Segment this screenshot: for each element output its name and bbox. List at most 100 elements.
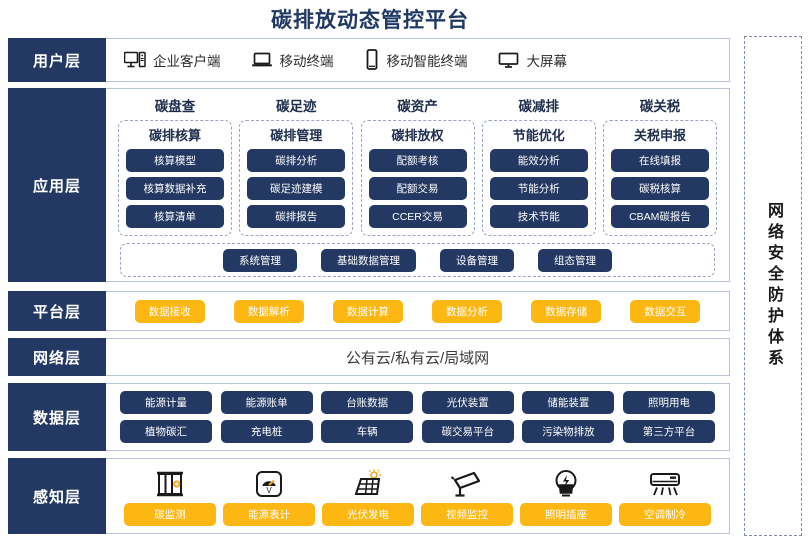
layer-user: 用户层 企业客户端 — [8, 38, 730, 82]
app-common-item[interactable]: 设备管理 — [440, 248, 514, 272]
app-common-item[interactable]: 组态管理 — [538, 248, 612, 272]
sense-item-label: 光伏发电 — [322, 503, 414, 526]
layer-application-body: 碳盘查 碳排核算 核算模型 核算数据补充 核算清单 碳足迹 碳排管理 碳排分析 — [106, 88, 730, 282]
user-item-smart-mobile-terminal[interactable]: 移动智能终端 — [364, 49, 468, 71]
light-bulb-icon — [552, 465, 580, 503]
sense-item-lighting-socket[interactable]: 照明插座 — [518, 465, 614, 526]
layer-network-body: 公有云/私有云/局域网 — [106, 338, 730, 376]
app-group-carbon-reduction: 碳减排 节能优化 能效分析 节能分析 技术节能 — [481, 95, 596, 236]
platform-item[interactable]: 数据存储 — [531, 299, 602, 323]
app-item[interactable]: 节能分析 — [489, 177, 588, 200]
layer-platform-label: 平台层 — [8, 291, 106, 331]
layer-network: 网络层 公有云/私有云/局域网 — [8, 338, 730, 376]
app-group-subtitle: 碳排核算 — [148, 128, 201, 143]
app-common-item[interactable]: 基础数据管理 — [321, 248, 416, 272]
data-item[interactable]: 碳交易平台 — [421, 420, 514, 443]
app-item[interactable]: 配额交易 — [368, 177, 467, 200]
app-item[interactable]: 在线填报 — [611, 149, 709, 172]
data-item[interactable]: 植物碳汇 — [120, 420, 212, 443]
app-common-item[interactable]: 系统管理 — [223, 248, 297, 272]
sense-item-pv-generation[interactable]: 光伏发电 — [320, 465, 416, 526]
user-item-big-screen[interactable]: 大屏幕 — [498, 50, 567, 70]
layer-application: 应用层 碳盘查 碳排核算 核算模型 核算数据补充 核算清单 碳足迹 — [8, 88, 730, 282]
layer-platform: 平台层 数据接收 数据解析 数据计算 数据分析 数据存储 数据交互 — [8, 291, 730, 331]
data-item[interactable]: 台账数据 — [321, 391, 414, 414]
app-group-title: 碳足迹 — [276, 99, 317, 114]
app-item[interactable]: 核算数据补充 — [126, 177, 224, 200]
data-item[interactable]: 第三方平台 — [622, 420, 715, 443]
platform-item[interactable]: 数据计算 — [332, 299, 403, 323]
layer-perception-body: 碳监测 V 能源表计 — [106, 458, 730, 534]
data-item[interactable]: 储能装置 — [522, 391, 615, 414]
data-item[interactable]: 车辆 — [321, 420, 414, 443]
platform-item[interactable]: 数据分析 — [432, 299, 503, 323]
app-item[interactable]: 配额考核 — [368, 149, 467, 172]
data-item[interactable]: 照明用电 — [622, 391, 715, 414]
app-group-subtitle: 碳排管理 — [270, 128, 323, 143]
sense-item-energy-meter[interactable]: V 能源表计 — [221, 465, 317, 526]
app-group-title: 碳减排 — [518, 99, 560, 114]
sense-item-video-surveillance[interactable]: 视频监控 — [419, 465, 515, 526]
desktop-tower-icon — [124, 51, 146, 69]
app-item[interactable]: 核算模型 — [126, 149, 224, 172]
network-description: 公有云/私有云/局域网 — [345, 349, 490, 367]
user-item-enterprise-client[interactable]: 企业客户端 — [124, 50, 221, 70]
sense-item-label: 照明插座 — [520, 503, 612, 526]
sense-item-carbon-monitor[interactable]: 碳监测 — [122, 465, 218, 526]
app-group-title: 碳关税 — [639, 99, 681, 114]
air-conditioner-icon — [648, 465, 682, 503]
layer-perception-label: 感知层 — [8, 458, 106, 534]
app-group-carbon-inventory: 碳盘查 碳排核算 核算模型 核算数据补充 核算清单 — [118, 95, 232, 236]
app-item[interactable]: 能效分析 — [489, 149, 588, 172]
app-item[interactable]: 技术节能 — [489, 205, 588, 228]
big-screen-icon — [498, 51, 520, 69]
data-item[interactable]: 能源账单 — [220, 391, 313, 414]
sense-item-ac-cooling[interactable]: 空调制冷 — [617, 465, 713, 526]
data-item[interactable]: 污染物排放 — [522, 420, 615, 443]
user-item-label: 移动终端 — [279, 54, 334, 69]
app-group-carbon-asset: 碳资产 碳排放权 配额考核 配额交易 CCER交易 — [360, 95, 475, 236]
data-row: 植物碳汇 充电桩 车辆 碳交易平台 污染物排放 第三方平台 — [120, 420, 715, 443]
carbon-monitor-icon — [155, 465, 185, 503]
data-item[interactable]: 能源计量 — [120, 391, 212, 414]
data-row: 能源计量 能源账单 台账数据 光伏装置 储能装置 照明用电 — [120, 391, 715, 414]
app-item[interactable]: 碳税核算 — [611, 177, 709, 200]
layer-data: 数据层 能源计量 能源账单 台账数据 光伏装置 储能装置 照明用电 植物碳汇 充… — [8, 383, 730, 451]
app-group-carbon-tariff: 碳关税 关税申报 在线填报 碳税核算 CBAM碳报告 — [603, 95, 717, 236]
layer-user-body: 企业客户端 移动终端 — [106, 38, 730, 82]
platform-item[interactable]: 数据解析 — [233, 299, 304, 323]
layer-data-body: 能源计量 能源账单 台账数据 光伏装置 储能装置 照明用电 植物碳汇 充电桩 车… — [106, 383, 730, 451]
layer-platform-body: 数据接收 数据解析 数据计算 数据分析 数据存储 数据交互 — [106, 291, 730, 331]
sense-item-label: 空调制冷 — [619, 503, 711, 526]
app-item[interactable]: CBAM碳报告 — [611, 205, 709, 228]
page-title: 碳排放动态管控平台 — [271, 9, 469, 32]
app-common-services: 系统管理 基础数据管理 设备管理 组态管理 — [120, 243, 715, 277]
layer-perception: 感知层 碳监测 — [8, 458, 730, 534]
app-item[interactable]: 碳足迹建模 — [247, 177, 346, 200]
user-item-mobile-terminal[interactable]: 移动终端 — [251, 50, 334, 70]
layer-network-label: 网络层 — [8, 338, 106, 376]
layer-application-label: 应用层 — [8, 88, 106, 282]
sense-item-label: 视频监控 — [421, 503, 513, 526]
cctv-camera-icon — [450, 465, 484, 503]
app-item[interactable]: 碳排报告 — [247, 205, 346, 228]
app-item[interactable]: CCER交易 — [368, 205, 467, 228]
app-item[interactable]: 核算清单 — [126, 205, 224, 228]
solar-panel-icon — [352, 465, 384, 503]
data-item[interactable]: 充电桩 — [220, 420, 313, 443]
app-group-title: 碳盘查 — [154, 99, 196, 114]
svg-text:V: V — [266, 486, 272, 495]
security-system-label: 网络安全防护体系 — [765, 202, 782, 370]
layer-data-label: 数据层 — [8, 383, 106, 451]
platform-item[interactable]: 数据接收 — [134, 299, 205, 323]
app-group-title: 碳资产 — [397, 99, 438, 114]
app-group-subtitle: 关税申报 — [633, 128, 686, 143]
app-item[interactable]: 碳排分析 — [247, 149, 346, 172]
app-group-subtitle: 碳排放权 — [391, 128, 444, 143]
data-item[interactable]: 光伏装置 — [421, 391, 514, 414]
platform-item[interactable]: 数据交互 — [630, 299, 701, 323]
user-item-label: 企业客户端 — [153, 54, 221, 69]
layer-user-label: 用户层 — [8, 38, 106, 82]
laptop-icon — [251, 51, 273, 69]
